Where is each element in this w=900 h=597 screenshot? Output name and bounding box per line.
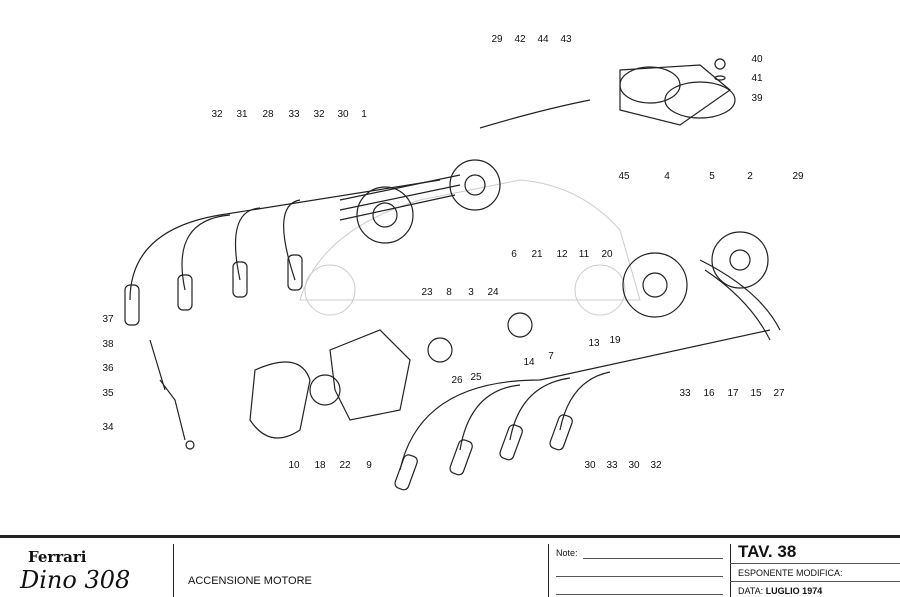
callout-label: 8 xyxy=(446,287,452,298)
callout-label: 25 xyxy=(470,372,482,383)
callout-label: 43 xyxy=(560,34,572,45)
ferrari-logo: Ferrari xyxy=(28,548,87,566)
note-line xyxy=(556,594,723,595)
callout-label: 15 xyxy=(750,388,762,399)
callout-label: 28 xyxy=(262,109,274,120)
callout-label: 2 xyxy=(747,171,753,182)
callout-label: 44 xyxy=(537,34,549,45)
callout-label: 30 xyxy=(628,460,640,471)
callout-label: 38 xyxy=(102,339,114,350)
callout-label: 17 xyxy=(727,388,739,399)
callout-label: 11 xyxy=(578,249,590,260)
title-cell: ACCENSIONE MOTORE xyxy=(173,544,549,597)
date-value: LUGLIO 1974 xyxy=(765,586,823,596)
callout-label: 27 xyxy=(773,388,785,399)
callout-label: 9 xyxy=(366,460,372,471)
callout-label: 35 xyxy=(102,388,114,399)
callout-label: 13 xyxy=(588,338,600,349)
callout-label: 29 xyxy=(792,171,804,182)
callout-label: 40 xyxy=(751,54,763,65)
car-silhouette xyxy=(299,179,641,316)
callout-label: 32 xyxy=(313,109,325,120)
callout-label: 1 xyxy=(361,109,367,120)
callout-label: 16 xyxy=(703,388,715,399)
callout-label: 33 xyxy=(679,388,691,399)
callout-label: 42 xyxy=(514,34,526,45)
table-number: TAV. 38 xyxy=(738,542,797,561)
callout-label: 30 xyxy=(584,460,596,471)
callout-label: 6 xyxy=(511,249,517,260)
date-field: DATA: LUGLIO 1974 xyxy=(738,586,822,596)
note-line xyxy=(583,558,723,559)
callout-label: 23 xyxy=(421,287,433,298)
coils xyxy=(619,58,736,126)
callout-label: 45 xyxy=(618,171,630,182)
drawing-title: ACCENSIONE MOTORE xyxy=(188,575,312,587)
callout-label: 7 xyxy=(548,351,554,362)
title-block: Ferrari Dino 308 GT4 ACCENSIONE MOTORE N… xyxy=(0,535,900,597)
modification-label: ESPONENTE MODIFICA: xyxy=(738,568,843,578)
callout-label: 20 xyxy=(601,249,613,260)
callout-label: 32 xyxy=(650,460,662,471)
callout-label: 22 xyxy=(339,460,351,471)
callout-label: 14 xyxy=(523,357,535,368)
logo-cell: Ferrari Dino 308 GT4 xyxy=(0,544,174,597)
callout-label: 29 xyxy=(491,34,503,45)
distributor-left xyxy=(339,159,501,244)
callout-label: 33 xyxy=(288,109,300,120)
callout-label: 12 xyxy=(556,249,568,260)
gaskets-housing xyxy=(249,312,533,439)
note-line xyxy=(556,576,723,577)
note-label: Note: xyxy=(556,548,578,558)
ht-leads-right xyxy=(394,329,771,491)
callout-label: 3 xyxy=(468,287,474,298)
callout-label: 24 xyxy=(487,287,499,298)
dino-logo: Dino 308 GT4 xyxy=(20,566,131,597)
callout-label: 41 xyxy=(751,73,763,84)
callout-label: 18 xyxy=(314,460,326,471)
coil-cable xyxy=(479,99,591,129)
distributor-right xyxy=(622,231,781,341)
divider xyxy=(730,581,900,582)
callout-label: 39 xyxy=(751,93,763,104)
callout-label: 32 xyxy=(211,109,223,120)
spark-plug xyxy=(149,339,195,450)
note-cell xyxy=(548,544,731,597)
callout-label: 21 xyxy=(531,249,543,260)
divider xyxy=(730,563,900,564)
callout-label: 10 xyxy=(288,460,300,471)
callout-label: 37 xyxy=(102,314,114,325)
callout-label: 30 xyxy=(337,109,349,120)
ht-leads-left xyxy=(124,179,441,326)
callout-label: 31 xyxy=(236,109,248,120)
callout-label: 26 xyxy=(451,375,463,386)
callout-label: 33 xyxy=(606,460,618,471)
callout-label: 5 xyxy=(709,171,715,182)
callout-label: 19 xyxy=(609,335,621,346)
callout-label: 4 xyxy=(664,171,670,182)
callout-label: 36 xyxy=(102,363,114,374)
ignition-exploded-diagram xyxy=(124,58,781,491)
callout-label: 34 xyxy=(102,422,114,433)
date-label: DATA: xyxy=(738,586,764,596)
